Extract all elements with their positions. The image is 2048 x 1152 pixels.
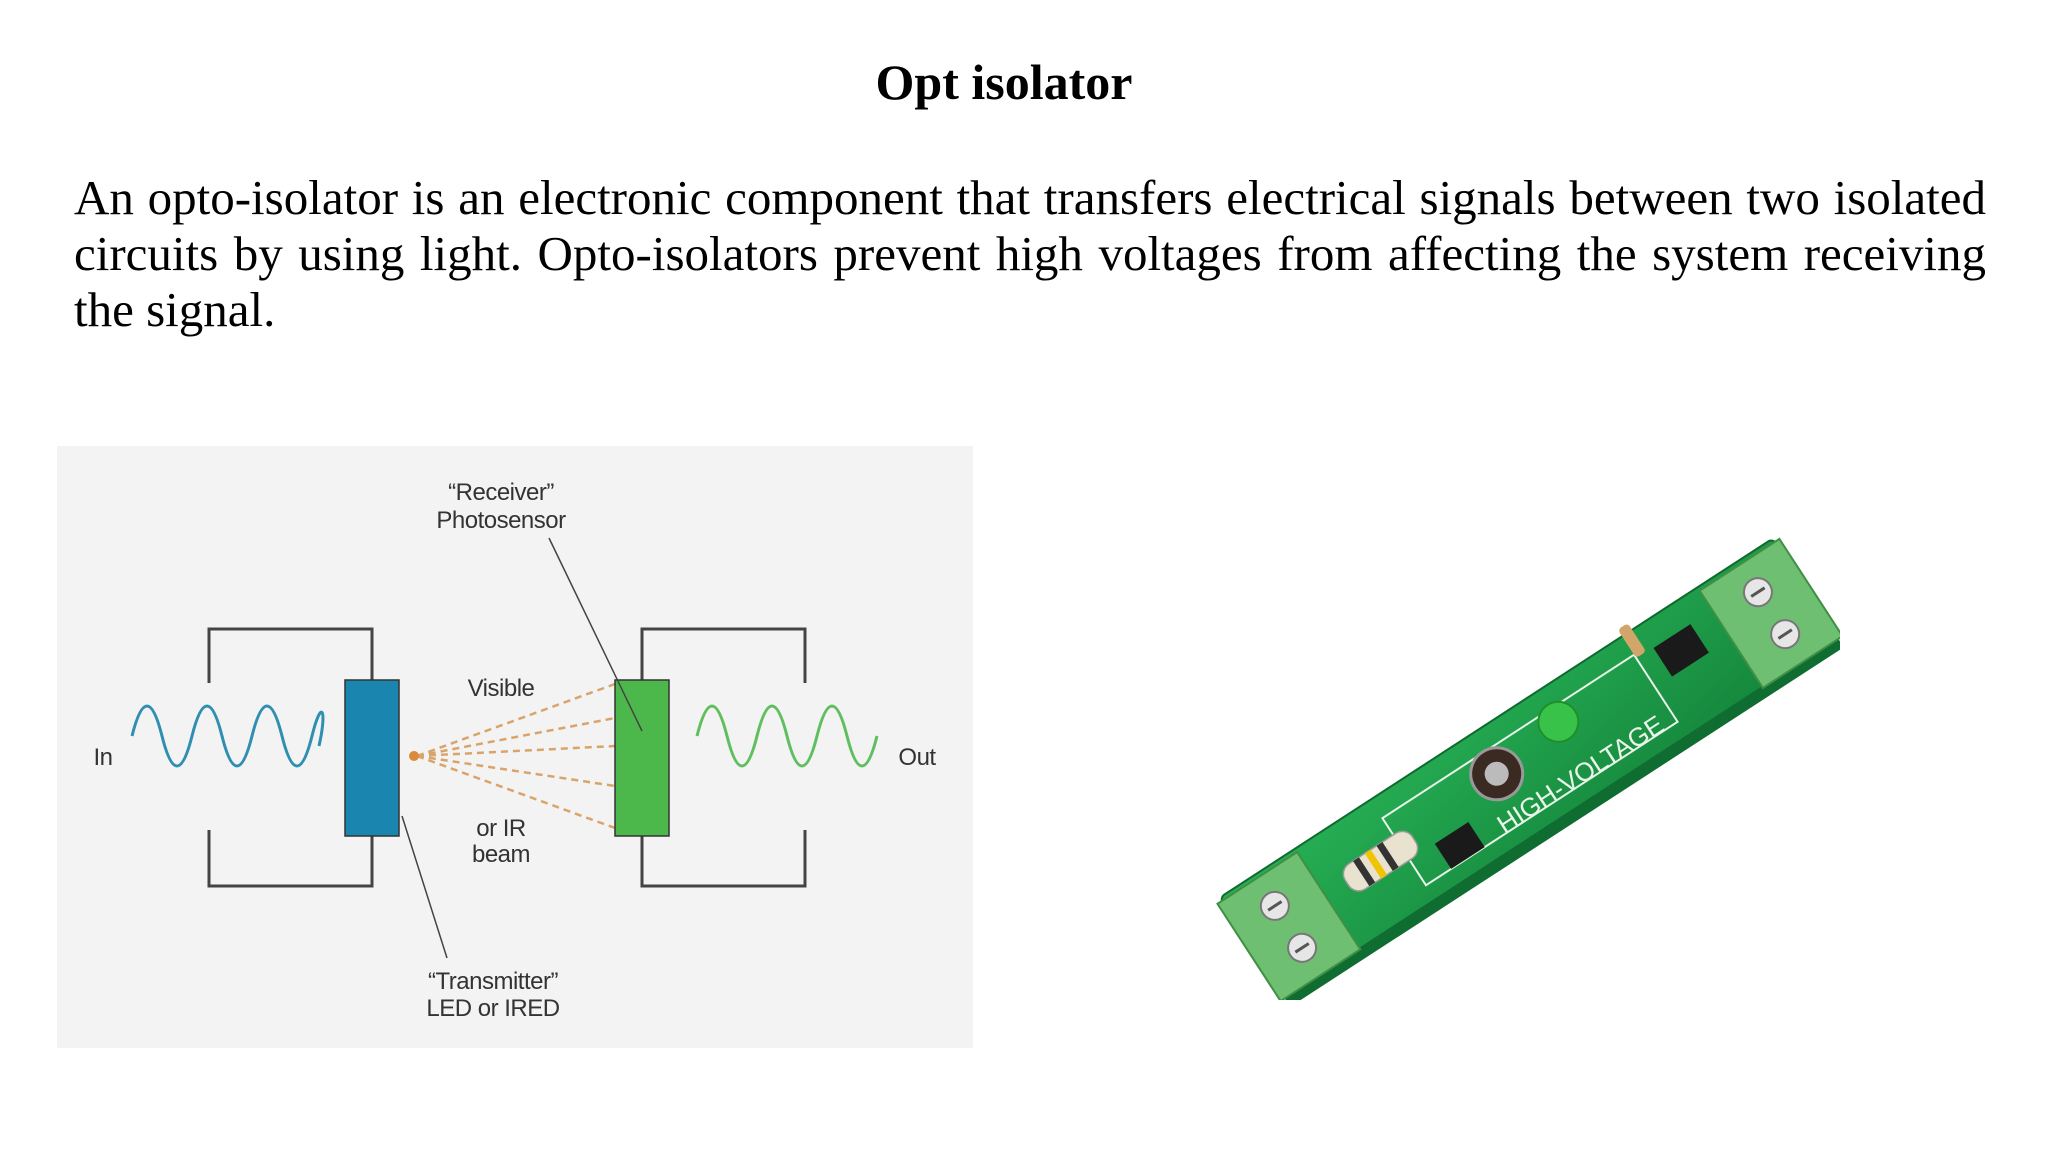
optocoupler-chip <box>1653 624 1709 677</box>
beam-label-line2: beam <box>472 841 530 868</box>
input-waveform <box>130 704 325 768</box>
transmitter-leader-line <box>401 815 448 959</box>
output-circuit-bottom <box>640 830 807 888</box>
small-resistor <box>1619 624 1645 657</box>
pcb-edge <box>1283 637 1844 1007</box>
ic-chip-left <box>1434 821 1485 869</box>
receiver-leader-line <box>548 537 643 732</box>
opto-isolator-diagram: “Receiver” Photosensor Visible In Out or… <box>57 446 973 1048</box>
input-circuit-bottom <box>207 830 374 888</box>
slide-body-text: An opto-isolator is an electronic compon… <box>74 170 1986 337</box>
transmitter-label-line2: LED or IRED <box>426 995 559 1022</box>
out-label: Out <box>898 744 936 771</box>
transmitter-label-line1: “Transmitter” <box>428 968 558 995</box>
receiver-photosensor <box>614 679 670 837</box>
status-led <box>1537 700 1580 743</box>
electrolytic-capacitor <box>1469 746 1525 802</box>
light-beam <box>416 682 616 830</box>
opto-isolator-board-photo: HIGH-VOLTAGE <box>1200 480 1844 1007</box>
diagram-svg: “Receiver” Photosensor Visible In Out or… <box>93 479 936 1022</box>
in-label: In <box>93 744 112 771</box>
output-circuit-top <box>640 627 807 683</box>
receiver-label-line2: Photosensor <box>436 507 566 534</box>
slide-title: Opt isolator <box>875 54 1133 110</box>
beam-label-line1: or IR <box>476 815 526 842</box>
right-terminal-block <box>1698 537 1844 690</box>
input-circuit-top <box>207 627 374 683</box>
led-emitter-dot <box>409 751 419 761</box>
receiver-label-line1: “Receiver” <box>448 479 554 506</box>
board-illustration: HIGH-VOLTAGE <box>1216 537 1844 1007</box>
resistor <box>1342 830 1419 892</box>
visible-label: Visible <box>468 675 535 702</box>
output-waveform <box>695 704 879 768</box>
transmitter-led <box>344 679 400 837</box>
left-terminal-block <box>1216 850 1362 1003</box>
